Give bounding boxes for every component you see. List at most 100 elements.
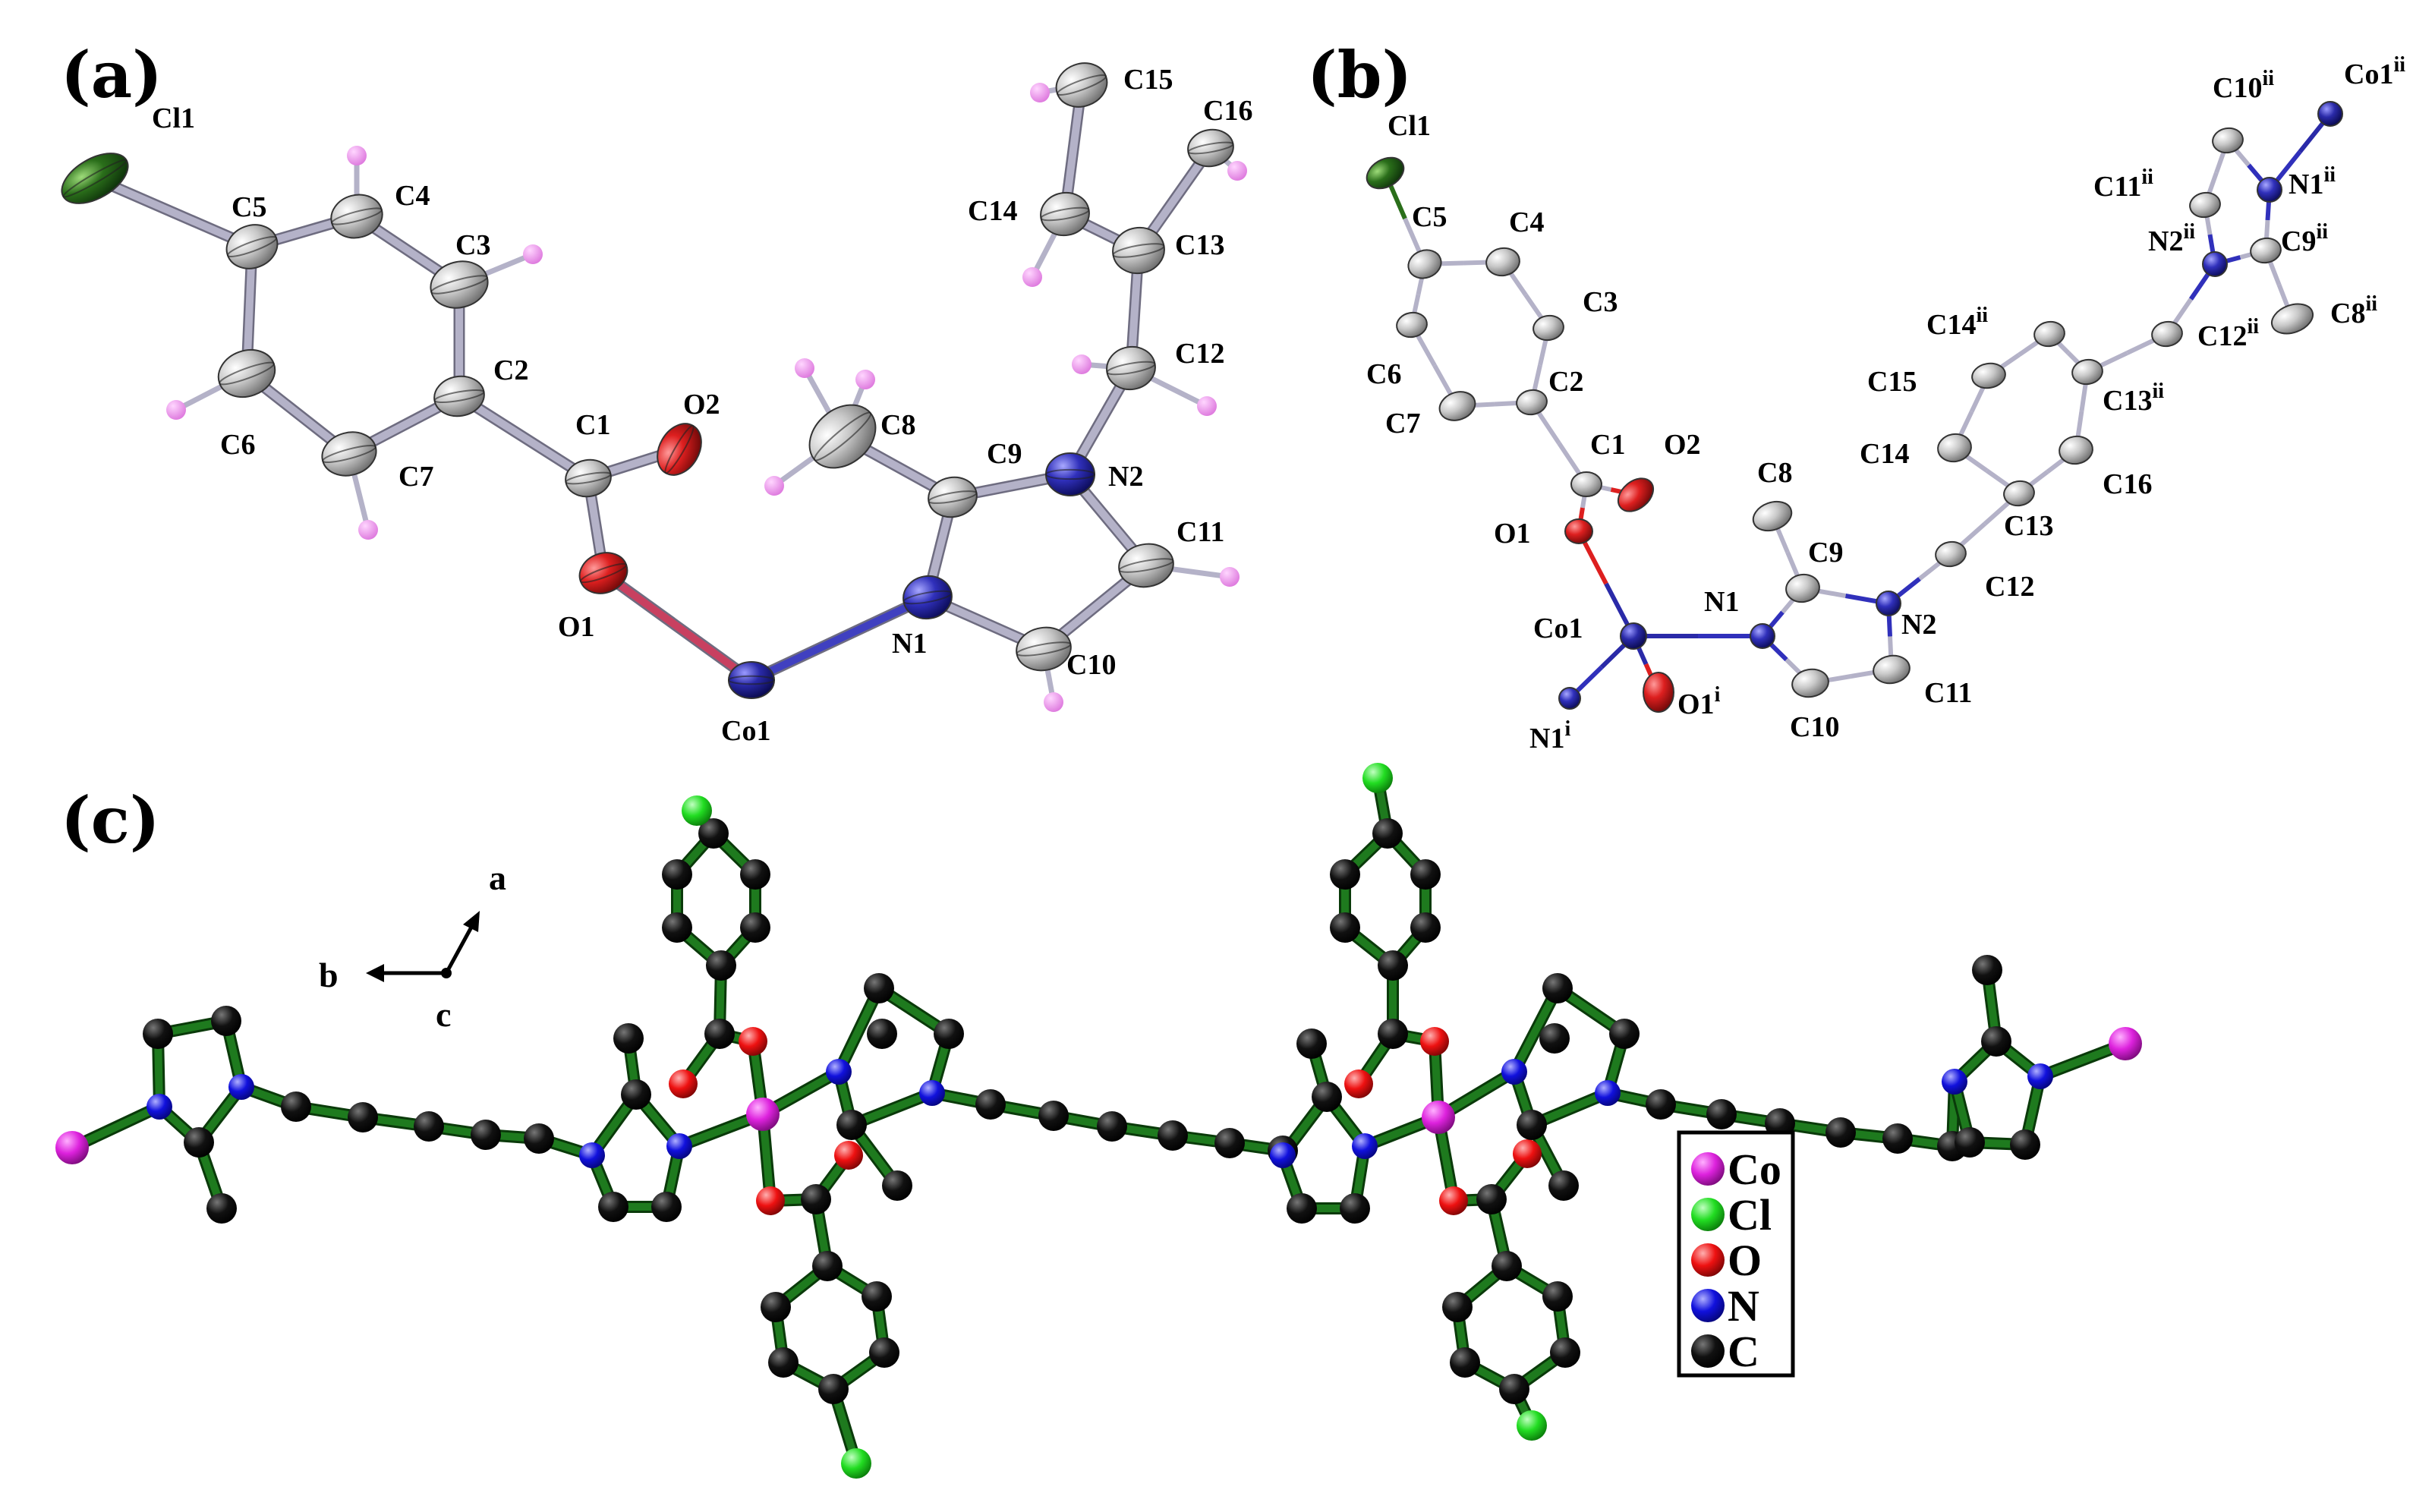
- label-C6: C6: [1366, 358, 1401, 390]
- c-atom-c: [975, 1089, 1006, 1120]
- hydrogen-atom: [523, 244, 543, 264]
- c-atom-c: [1517, 1110, 1547, 1140]
- label-C1: C1: [1590, 429, 1625, 461]
- c-atom-c: [1476, 1184, 1507, 1214]
- atom-axis-C8: [813, 411, 872, 461]
- label-C13: C13: [1175, 229, 1224, 261]
- axis-a-arrow: [444, 921, 476, 975]
- atom-C8: [1752, 500, 1793, 532]
- atom-axis-C6: [219, 361, 275, 386]
- c-atom-c: [524, 1123, 554, 1154]
- hydrogen-atom: [1227, 161, 1247, 181]
- atom-C5: [225, 224, 279, 269]
- label-C8: C8: [1757, 457, 1792, 489]
- panel-a-atoms: [61, 62, 1247, 712]
- hydrogen-atom: [347, 146, 367, 165]
- c-atom-c: [1378, 1019, 1408, 1049]
- label-C7: C7: [398, 461, 433, 493]
- label-C8: C8: [880, 409, 915, 441]
- label-C4: C4: [395, 180, 430, 212]
- atom-axis-C15: [1056, 74, 1107, 96]
- hydrogen-atom: [1022, 267, 1042, 287]
- legend-swatch-co: [1691, 1152, 1725, 1186]
- panel-b-label: (b): [1307, 37, 1412, 112]
- c-atom-c: [836, 1110, 867, 1140]
- hydrogen-atom: [1220, 567, 1240, 587]
- c-atom-c: [598, 1192, 628, 1222]
- c-atom-c: [1330, 859, 1360, 890]
- c-atom-c: [1442, 1292, 1473, 1322]
- atom-C2: [1516, 389, 1548, 416]
- atom-C8: [808, 404, 877, 469]
- atom-C1: [1570, 471, 1602, 497]
- atom-O2: [657, 423, 702, 476]
- hydrogen-atom: [855, 370, 875, 389]
- atom-N2: [1876, 591, 1901, 616]
- legend-label-o: O: [1728, 1236, 1762, 1285]
- atom-Co1: [1620, 622, 1647, 650]
- c-atom-c: [1972, 955, 2002, 985]
- c-atom-n: [666, 1133, 692, 1159]
- panel-c-atoms: [55, 763, 2142, 1479]
- c-atom-c: [864, 973, 894, 1003]
- bond-core-Co1-N1: [749, 594, 930, 684]
- atom-axis-C2: [433, 389, 485, 404]
- hydrogen-atom: [1072, 354, 1091, 374]
- atom-C12: [1935, 540, 1967, 568]
- axis-a-label: a: [489, 858, 506, 897]
- atom-C13ii: [2071, 358, 2103, 386]
- legend-swatch-c: [1691, 1334, 1725, 1368]
- c-atom-c: [740, 859, 770, 890]
- atom-C15: [1971, 362, 2006, 389]
- c-atom-n: [1595, 1080, 1621, 1106]
- label-Co1ii: Co1ii: [2344, 53, 2405, 90]
- label-C9: C9: [1808, 537, 1843, 569]
- panel-c-label: (c): [61, 783, 160, 858]
- label-C9ii: C9ii: [2281, 220, 2328, 257]
- c-atom-c: [869, 1337, 899, 1368]
- label-C5: C5: [1412, 201, 1447, 233]
- c-atom-co: [2109, 1027, 2142, 1060]
- c-atom-c: [862, 1281, 892, 1312]
- label-C14ii: C14ii: [1926, 304, 1988, 341]
- atom-C8ii: [2270, 303, 2314, 335]
- c-atom-c: [206, 1193, 237, 1224]
- bond-core-O1-Co1: [601, 569, 754, 684]
- label-C12ii: C12ii: [2197, 315, 2259, 352]
- label-N1: N1: [892, 628, 927, 660]
- c-atom-c: [1542, 973, 1573, 1003]
- label-C11: C11: [1177, 516, 1224, 548]
- c-atom-c: [143, 1019, 173, 1049]
- c-atom-n: [228, 1074, 254, 1100]
- c-atom-n: [1501, 1059, 1527, 1085]
- atom-C9: [1785, 573, 1820, 603]
- label-C16: C16: [1203, 95, 1252, 127]
- label-C3: C3: [1583, 286, 1618, 318]
- axis-c-label: c: [436, 995, 451, 1034]
- label-C16: C16: [2103, 468, 2152, 500]
- atom-axis-Cl1: [62, 159, 128, 198]
- atom-C10: [1791, 668, 1829, 698]
- atom-C9ii: [2250, 237, 2282, 264]
- atom-C16: [2059, 435, 2093, 465]
- hydrogen-atom: [764, 476, 784, 496]
- label-C12: C12: [1175, 338, 1224, 370]
- c-atom-cl: [1517, 1410, 1547, 1441]
- c-atom-co: [1422, 1101, 1455, 1134]
- label-C10: C10: [1790, 711, 1839, 743]
- axis-b-arrowhead: [366, 964, 384, 982]
- c-atom-c: [211, 1006, 241, 1036]
- c-atom-n: [1270, 1142, 1296, 1168]
- c-atom-c: [651, 1192, 682, 1222]
- c-atom-c: [1214, 1128, 1245, 1158]
- atom-axis-N2: [1045, 468, 1095, 480]
- c-atom-c: [414, 1111, 444, 1142]
- label-N2: N2: [1108, 461, 1143, 493]
- c-bond-N4a-C4b: [1510, 984, 1561, 1076]
- c-atom-o: [756, 1186, 785, 1215]
- c-atom-c: [740, 912, 770, 943]
